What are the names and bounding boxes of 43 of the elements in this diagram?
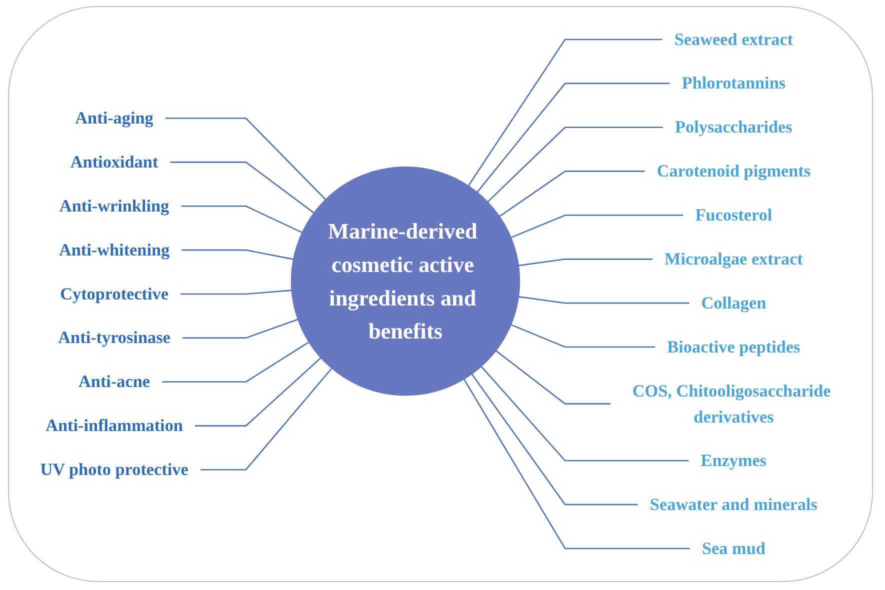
connector [471, 374, 638, 506]
node-text: UV photo protective [40, 460, 188, 480]
node-text: Collagen [701, 293, 766, 312]
node-text: COS, Chitooligosaccharide derivatives [632, 381, 831, 426]
node-text: Enzymes [700, 450, 767, 470]
node-circle: Marine-derived cosmetic active ingredients and benefits [290, 166, 520, 396]
node-text: Anti-whitening [58, 240, 170, 260]
connector [468, 38, 662, 186]
connector [510, 214, 684, 238]
connector [463, 378, 690, 550]
connector [195, 357, 322, 426]
connector [518, 258, 652, 266]
node-text: Antioxidant [70, 152, 158, 172]
node-text: Anti-aging [75, 108, 154, 128]
connector [182, 318, 298, 339]
connector [180, 290, 292, 295]
connector [499, 170, 645, 217]
node-text: Phlorotannins [682, 74, 786, 93]
node-text: Seaweed extract [674, 30, 794, 49]
node-text: Sea mud [702, 538, 766, 558]
connector [200, 368, 332, 470]
node-text: Fucosterol [695, 205, 772, 225]
connector [182, 249, 294, 260]
node-text: Anti-acne [78, 372, 150, 392]
connector [166, 118, 326, 200]
connector [170, 162, 314, 214]
connector [476, 82, 670, 193]
connector [480, 366, 689, 462]
node-text: Seawater and minerals [650, 494, 818, 514]
connector [518, 296, 690, 304]
node-text: Microalgae extract [664, 249, 803, 268]
node-text: Bioactive peptides [667, 337, 800, 356]
node-text: Anti-inflammation [46, 416, 183, 436]
node-text: Anti-tyrosinase [58, 328, 170, 348]
node-text: Carotenoid pigments [656, 161, 811, 181]
connector [487, 126, 663, 202]
connector [181, 205, 302, 234]
node-text: Anti-wrinkling [59, 196, 170, 216]
connector [496, 350, 610, 404]
connector [162, 341, 310, 383]
node-text: Cytoprotective [60, 284, 168, 304]
connector [510, 324, 656, 348]
node-text: Polysaccharides [675, 118, 792, 137]
